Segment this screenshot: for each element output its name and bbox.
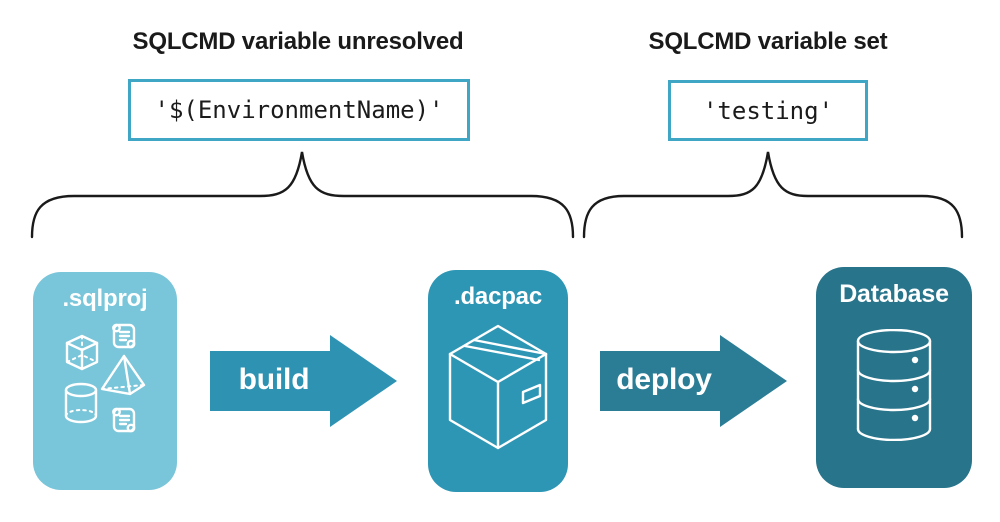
deploy-arrow-shape xyxy=(600,335,787,427)
code-box-set: 'testing' xyxy=(668,80,868,141)
build-arrow xyxy=(210,335,397,427)
deploy-arrow-label: deploy xyxy=(616,362,712,396)
sql-objects-icons xyxy=(64,323,146,433)
package-box-icon xyxy=(448,324,548,450)
database-cylinder-icon xyxy=(856,329,932,441)
sqlproj-label: .sqlproj xyxy=(62,285,148,312)
code-text-unresolved: '$(EnvironmentName)' xyxy=(154,96,444,124)
build-arrow-label: build xyxy=(238,362,310,396)
script-scroll-icon xyxy=(112,323,136,349)
left-brace xyxy=(30,151,575,239)
code-box-unresolved: '$(EnvironmentName)' xyxy=(128,79,470,141)
deploy-arrow xyxy=(600,335,787,427)
db-dot xyxy=(911,356,919,364)
code-text-set: 'testing' xyxy=(702,96,834,125)
heading-variable-set: SQLCMD variable set xyxy=(648,28,888,55)
database-card: Database xyxy=(816,267,972,488)
heading-variable-unresolved: SQLCMD variable unresolved xyxy=(132,28,464,55)
dacpac-label: .dacpac xyxy=(454,283,542,310)
pyramid-icon xyxy=(100,354,146,396)
cylinder-icon xyxy=(64,382,98,424)
script-scroll-icon xyxy=(112,407,136,433)
db-dot xyxy=(911,385,919,393)
db-dot xyxy=(911,414,919,422)
sqlproj-card: .sqlproj xyxy=(33,272,177,490)
right-brace xyxy=(582,151,964,239)
cube-icon xyxy=(65,334,99,371)
build-arrow-shape xyxy=(210,335,397,427)
dacpac-card: .dacpac xyxy=(428,270,568,492)
database-label: Database xyxy=(839,280,949,308)
